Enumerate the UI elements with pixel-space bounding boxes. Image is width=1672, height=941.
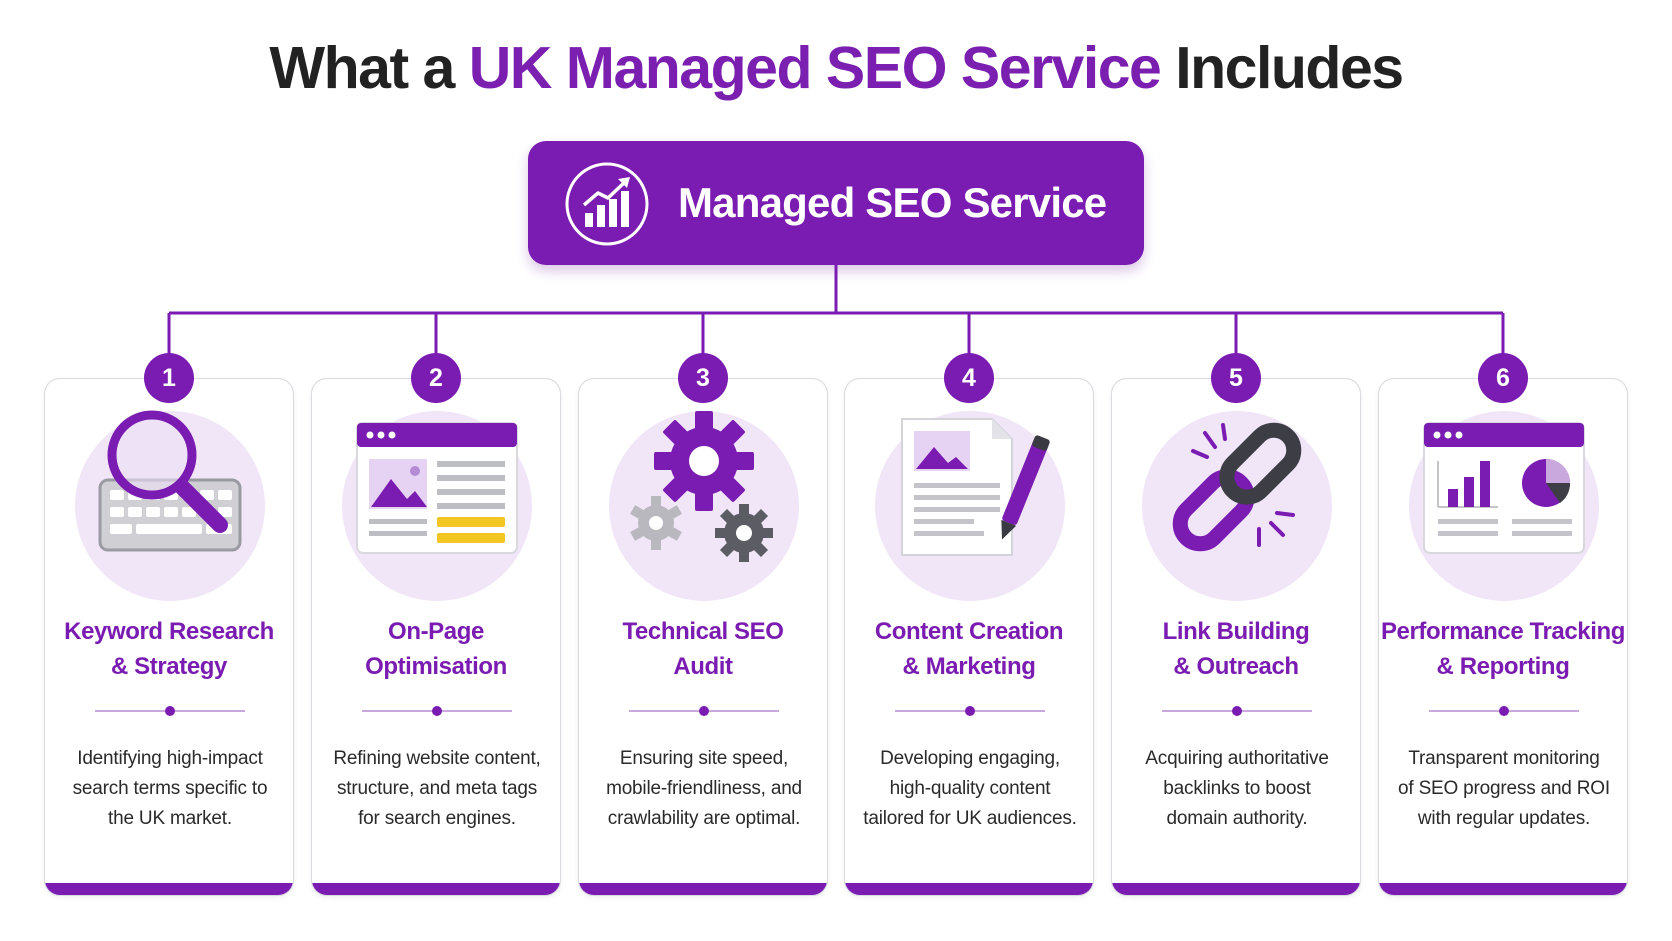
- title-part-1: What a: [269, 35, 469, 101]
- gears-icon: [630, 411, 773, 562]
- title-highlight: UK Managed SEO Service: [468, 35, 1162, 101]
- magnifier-keyboard-icon: [98, 410, 242, 552]
- card-desc-line-1: Developing engaging,: [880, 748, 1060, 769]
- card-accent-bar: [845, 883, 1093, 895]
- divider: [629, 706, 779, 716]
- divider: [1429, 706, 1579, 716]
- analytics-dashboard-icon: [1423, 422, 1585, 554]
- service-card-technical-audit: Technical SEO Audit Ensuring site speed,…: [578, 378, 828, 896]
- card-desc-line-2: of SEO progress and ROI: [1398, 778, 1610, 799]
- step-badge-2: 2: [411, 353, 461, 403]
- card-description: Ensuring site speed, mobile-friendliness…: [589, 744, 819, 834]
- step-badge-5: 5: [1211, 353, 1261, 403]
- card-desc-line-2: structure, and meta tags: [336, 778, 538, 799]
- card-title-line-1: On-Page: [388, 618, 484, 645]
- card-desc-line-2: search terms specific to: [72, 778, 268, 799]
- card-title-line-2: & Strategy: [110, 653, 228, 680]
- card-desc-line-1: Transparent monitoring: [1408, 748, 1600, 769]
- card-desc-line-2: backlinks to boost: [1163, 778, 1311, 799]
- card-title-line-2: & Outreach: [1173, 653, 1299, 680]
- card-desc-line-3: tailored for UK audiences.: [863, 808, 1077, 829]
- card-title-line-2: & Marketing: [902, 653, 1036, 680]
- document-pen-icon: [901, 418, 1050, 556]
- card-desc-line-3: crawlability are optimal.: [607, 808, 801, 829]
- card-title: Content Creation & Marketing: [845, 614, 1093, 684]
- card-description: Acquiring authoritative backlinks to boo…: [1122, 744, 1352, 834]
- root-label: Managed SEO Service: [678, 179, 1107, 226]
- card-accent-bar: [312, 883, 560, 895]
- service-card-link-building: Link Building & Outreach Acquiring autho…: [1111, 378, 1361, 896]
- service-card-on-page: On-Page Optimisation Refining website co…: [311, 378, 561, 896]
- card-desc-line-3: the UK market.: [108, 808, 232, 829]
- chain-link-icon: [1172, 422, 1302, 552]
- page-title: What a UK Managed SEO Service Includes: [0, 34, 1672, 102]
- service-card-performance-tracking: Performance Tracking & Reporting Transpa…: [1378, 378, 1628, 896]
- card-title-line-1: Content Creation: [874, 618, 1064, 645]
- card-desc-line-1: Ensuring site speed,: [619, 748, 789, 769]
- step-badge-6: 6: [1478, 353, 1528, 403]
- card-title-line-1: Performance Tracking: [1380, 618, 1626, 645]
- card-description: Identifying high-impact search terms spe…: [55, 744, 285, 834]
- divider: [362, 706, 512, 716]
- root-node: Managed SEO Service: [528, 141, 1144, 265]
- step-badge-3: 3: [678, 353, 728, 403]
- card-desc-line-1: Refining website content,: [333, 748, 541, 769]
- card-title-line-2: & Reporting: [1436, 653, 1570, 680]
- step-badge-1: 1: [144, 353, 194, 403]
- card-title: Keyword Research & Strategy: [45, 614, 293, 684]
- card-description: Transparent monitoring of SEO progress a…: [1389, 744, 1619, 834]
- card-desc-line-1: Acquiring authoritative: [1145, 748, 1329, 769]
- card-accent-bar: [579, 883, 827, 895]
- divider: [895, 706, 1045, 716]
- card-desc-line-3: with regular updates.: [1417, 808, 1591, 829]
- card-desc-line-2: high-quality content: [889, 778, 1051, 799]
- divider: [95, 706, 245, 716]
- growth-chart-icon: [565, 162, 649, 246]
- divider: [1162, 706, 1312, 716]
- card-accent-bar: [1112, 883, 1360, 895]
- card-accent-bar: [1379, 883, 1627, 895]
- card-desc-line-2: mobile-friendliness, and: [606, 778, 802, 799]
- card-accent-bar: [45, 883, 293, 895]
- card-title: Technical SEO Audit: [579, 614, 827, 684]
- card-title: Link Building & Outreach: [1112, 614, 1360, 684]
- card-title-line-1: Technical SEO: [622, 618, 784, 645]
- card-desc-line-3: domain authority.: [1166, 808, 1308, 829]
- card-title-line-2: Optimisation: [365, 653, 507, 680]
- service-card-keyword-research: Keyword Research & Strategy Identifying …: [44, 378, 294, 896]
- card-description: Refining website content, structure, and…: [322, 744, 552, 834]
- card-title: Performance Tracking & Reporting: [1379, 614, 1627, 684]
- card-title: On-Page Optimisation: [312, 614, 560, 684]
- card-description: Developing engaging, high-quality conten…: [855, 744, 1085, 834]
- title-part-2: Includes: [1160, 35, 1404, 101]
- card-desc-line-1: Identifying high-impact: [77, 748, 263, 769]
- service-card-content-creation: Content Creation & Marketing Developing …: [844, 378, 1094, 896]
- card-title-line-1: Keyword Research: [64, 618, 274, 645]
- webpage-layout-icon: [356, 422, 518, 554]
- card-desc-line-3: for search engines.: [358, 808, 516, 829]
- step-badge-4: 4: [944, 353, 994, 403]
- card-title-line-1: Link Building: [1162, 618, 1310, 645]
- card-title-line-2: Audit: [673, 653, 733, 680]
